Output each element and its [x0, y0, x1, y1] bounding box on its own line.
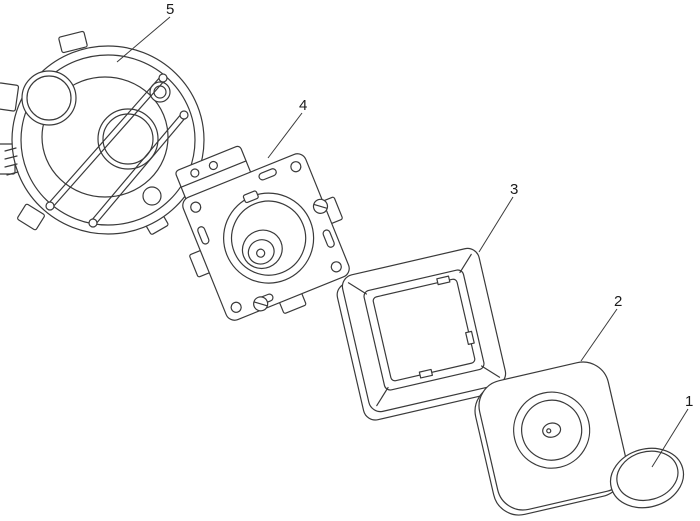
leader-line-4	[267, 112, 303, 159]
part-label-5: 5	[166, 1, 175, 18]
part-4-mechanism-drawing	[175, 145, 350, 321]
part-label-3: 3	[510, 181, 519, 198]
part-5-wall-box-drawing	[0, 30, 205, 235]
part-label-1: 1	[685, 393, 694, 410]
part-label-2: 2	[614, 293, 623, 310]
leader-line-5	[116, 16, 171, 63]
part-2-cover-plate-drawing	[474, 361, 628, 516]
part-label-4: 4	[299, 97, 308, 114]
part-3-frame-drawing	[336, 247, 507, 421]
leader-line-2	[580, 308, 618, 362]
leader-lines	[116, 16, 689, 468]
part-1-knob-drawing	[609, 447, 685, 509]
leader-line-1	[651, 408, 689, 468]
leader-line-3	[478, 196, 514, 253]
